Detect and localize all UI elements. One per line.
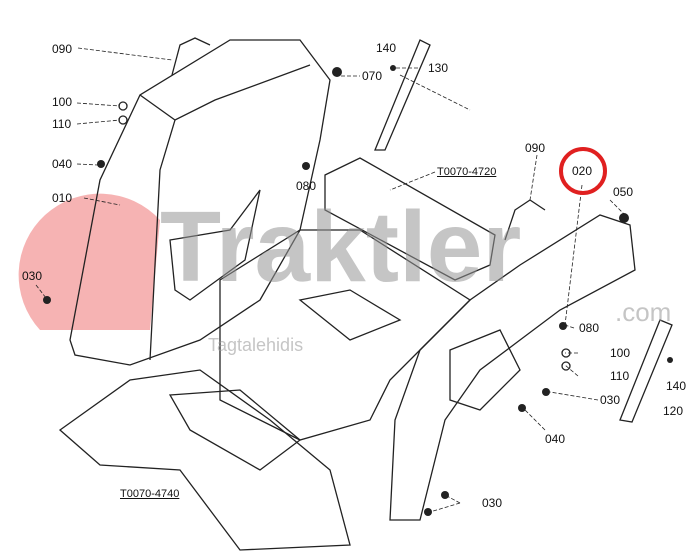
reference-t0070-4720[interactable]: T0070-4720 (437, 166, 497, 178)
part-label-020: 020 (572, 164, 593, 178)
part-label-090-right: 090 (525, 141, 546, 155)
part-label-030-right: 030 (600, 393, 621, 407)
handle-120 (619, 319, 673, 423)
watermark-tagline: Tagtalehidis (208, 335, 304, 355)
floor-panel-part (219, 229, 472, 441)
part-label-010: 010 (52, 191, 73, 205)
part-label-100: 100 (52, 95, 73, 109)
part-label-110-right: 110 (610, 369, 630, 383)
seat-support-part (324, 157, 496, 281)
part-label-080-right: 080 (579, 321, 600, 335)
part-label-140: 140 (376, 41, 397, 55)
part-label-120: 120 (663, 404, 684, 418)
part-label-030-bottom: 030 (482, 496, 503, 510)
floor-mat-part (58, 369, 351, 551)
part-label-050: 050 (613, 185, 634, 199)
reference-t0070-4740[interactable]: T0070-4740 (120, 488, 180, 500)
part-label-080: 080 (296, 179, 317, 193)
part-label-090: 090 (52, 42, 73, 56)
part-label-110: 110 (52, 117, 72, 131)
part-label-140-right: 140 (666, 379, 687, 393)
pipe-090a (171, 37, 211, 76)
highlight-circle (559, 147, 607, 195)
part-label-070: 070 (362, 69, 383, 83)
watermark-domain: .com (615, 297, 672, 327)
pipe-090b (504, 199, 546, 241)
right-fender-part (389, 214, 636, 521)
part-label-030: 030 (22, 269, 43, 283)
watermark-gear-icon (18, 193, 161, 330)
part-label-040-right: 040 (545, 432, 566, 446)
handle-130 (374, 39, 431, 151)
part-label-130: 130 (428, 61, 449, 75)
watermark-brand: Traktler (160, 191, 522, 303)
part-label-100-right: 100 (610, 346, 631, 360)
part-label-040: 040 (52, 157, 73, 171)
